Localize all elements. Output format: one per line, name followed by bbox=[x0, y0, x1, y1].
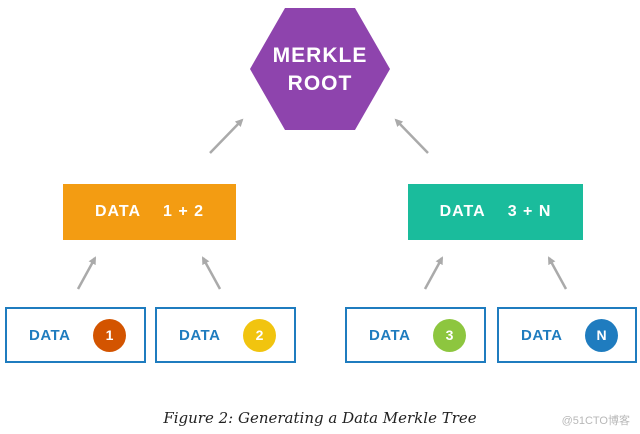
arrow-leafn-to-node3n bbox=[547, 256, 568, 290]
arrow-leaf3-to-node3n bbox=[423, 256, 444, 290]
badge-3: 3 bbox=[433, 318, 466, 352]
data-leaf-3: DATA 3 bbox=[345, 307, 486, 363]
root-label-line1: MERKLE bbox=[272, 44, 368, 67]
arrow-node12-to-root bbox=[209, 118, 244, 154]
arrow-node3n-to-root bbox=[394, 118, 429, 154]
hash-node-3-n: DATA 3 + N bbox=[408, 184, 583, 240]
node-value: 1 + 2 bbox=[163, 203, 205, 220]
badge-n: N bbox=[585, 318, 618, 352]
hash-node-1-2: DATA 1 + 2 bbox=[63, 184, 236, 240]
data-leaf-1: DATA 1 bbox=[5, 307, 146, 363]
arrow-leaf1-to-node12 bbox=[76, 256, 97, 290]
node-label: DATA bbox=[94, 203, 142, 220]
data-leaf-n: DATA N bbox=[497, 307, 637, 363]
node-label: DATA bbox=[439, 203, 486, 220]
figure-caption: Figure 2: Generating a Data Merkle Tree bbox=[163, 409, 477, 427]
leaf-label: DATA bbox=[179, 326, 221, 344]
node-value: 3 + N bbox=[507, 203, 552, 220]
leaf-label: DATA bbox=[369, 326, 411, 344]
badge-2: 2 bbox=[243, 318, 276, 352]
leaf-label: DATA bbox=[521, 326, 563, 344]
arrow-leaf2-to-node12 bbox=[201, 256, 222, 290]
data-leaf-2: DATA 2 bbox=[155, 307, 296, 363]
merkle-root-node: MERKLE ROOT bbox=[250, 8, 390, 130]
leaf-label: DATA bbox=[29, 326, 71, 344]
root-label-line2: ROOT bbox=[287, 72, 353, 95]
watermark: @51CTO博客 bbox=[561, 415, 630, 427]
badge-1: 1 bbox=[93, 318, 126, 352]
hexagon-shape bbox=[250, 8, 390, 130]
